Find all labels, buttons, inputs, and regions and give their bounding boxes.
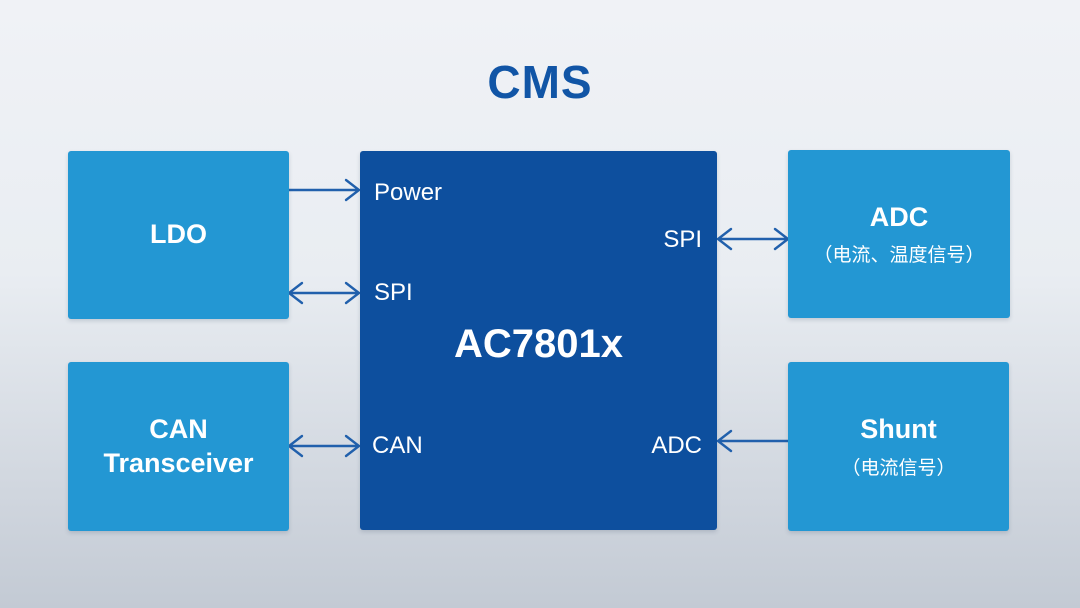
- block-can-transceiver-label-line1: CAN: [149, 413, 208, 444]
- block-adc-title: ADC: [869, 201, 929, 232]
- block-ac7801x-label: AC7801x: [453, 322, 623, 366]
- block-ac7801x: [360, 151, 717, 530]
- block-ldo-label: LDO: [150, 219, 207, 250]
- block-adc-subtitle: （电流、温度信号）: [813, 245, 985, 267]
- arrow-ldo-spi: [287, 281, 361, 305]
- port-can: CAN: [372, 432, 423, 459]
- block-can-transceiver-label-line2: Transceiver: [103, 447, 254, 478]
- block-shunt: Shunt （电流信号）: [788, 362, 1009, 531]
- port-spi-right: SPI: [663, 226, 702, 253]
- port-spi-left: SPI: [374, 279, 413, 306]
- block-shunt-subtitle: （电流信号）: [841, 457, 956, 479]
- arrow-ldo-to-power: [287, 178, 361, 202]
- diagram-title: CMS: [487, 56, 593, 108]
- port-power: Power: [374, 179, 443, 206]
- block-ldo: LDO: [68, 151, 289, 319]
- block-can-transceiver: CAN Transceiver: [68, 362, 289, 531]
- arrow-cantransceiver-can: [287, 434, 361, 458]
- port-adc-right: ADC: [651, 432, 702, 459]
- block-adc: ADC （电流、温度信号）: [788, 150, 1010, 318]
- arrow-spi-adc: [716, 227, 790, 251]
- block-shunt-title: Shunt: [860, 414, 937, 445]
- arrow-shunt-to-adc: [716, 429, 790, 453]
